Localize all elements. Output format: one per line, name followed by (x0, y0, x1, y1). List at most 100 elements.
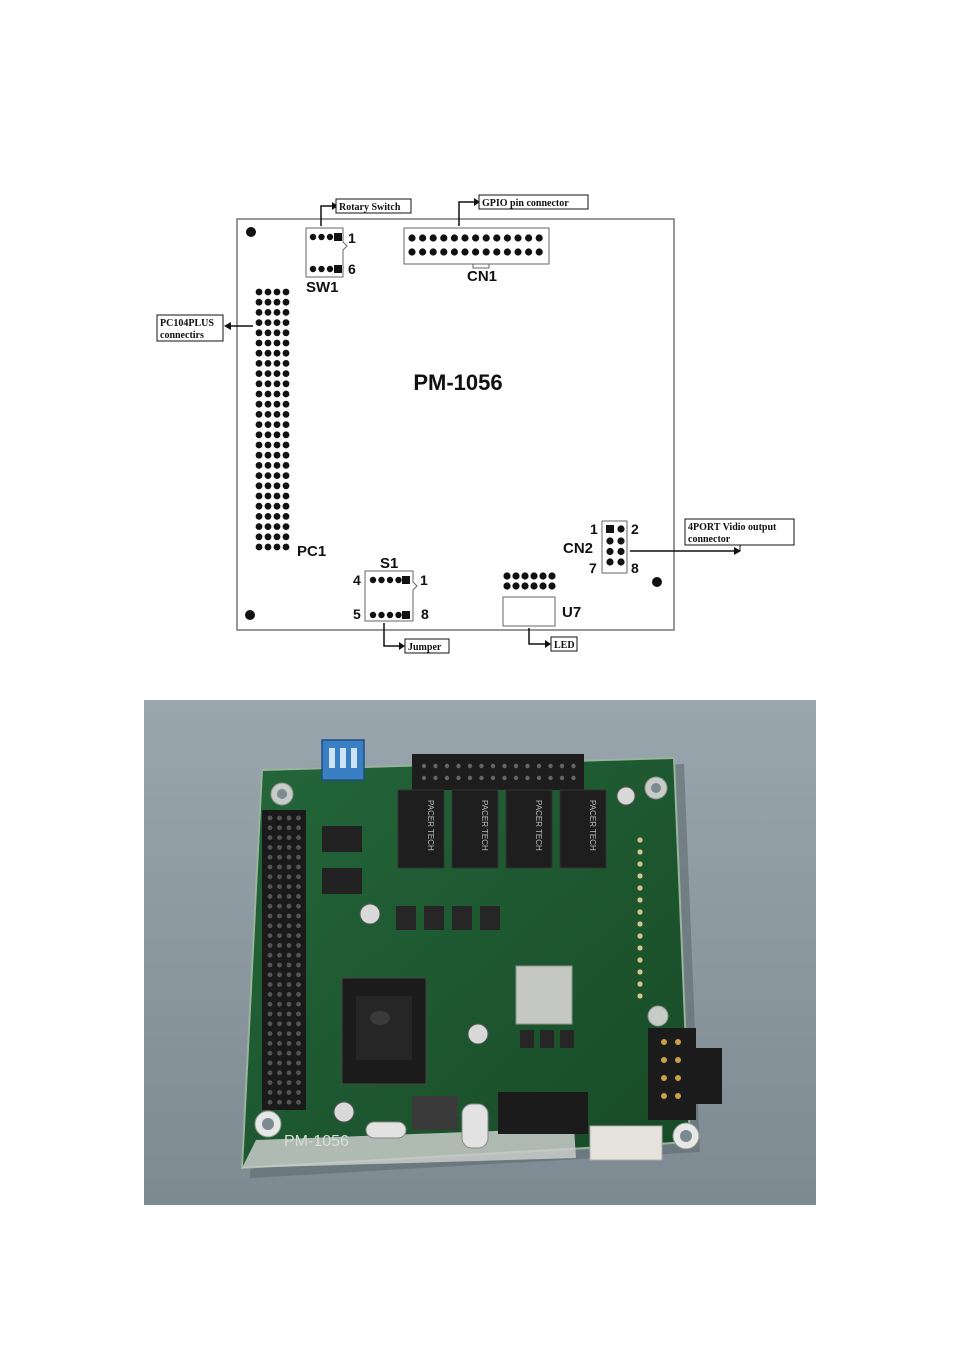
pc1-pin (273, 390, 281, 398)
pc1-pin (264, 492, 272, 500)
pc1-pin (264, 441, 272, 449)
led-pin (530, 582, 538, 590)
photo-gpio-pin (456, 775, 461, 781)
photo-ic (322, 868, 362, 894)
pc1-pin (264, 543, 272, 551)
photo-gpio-pin (479, 775, 484, 781)
pc1-pin (282, 482, 290, 490)
photo-pc104-pin (296, 815, 301, 821)
photo-pc104-pin (296, 874, 301, 880)
pc1-pin (273, 309, 281, 316)
photo-pc104-pin (277, 1099, 282, 1105)
board-title: PM-1056 (413, 370, 502, 395)
photo-gpio-pin (490, 775, 496, 781)
pc1-pin (255, 523, 263, 530)
photo-pc104-pin (286, 1099, 292, 1105)
photo-pc104-pin (277, 952, 282, 958)
photo-gpio-pin (525, 763, 530, 769)
pc1-pin (282, 533, 290, 541)
pc1-pin (264, 370, 272, 377)
photo-pc104-pin (286, 982, 292, 987)
photo-pc104-pin (296, 1080, 301, 1085)
pc1-pin (273, 370, 281, 377)
sw1-pin (318, 265, 325, 273)
pc1-pin (264, 390, 272, 398)
s1-label: S1 (380, 555, 398, 572)
pc1-pin (255, 400, 263, 408)
photo-edge-pad (637, 885, 643, 891)
cn1-pin (525, 248, 533, 256)
led-pin (503, 572, 511, 580)
pc1-pin (282, 513, 290, 520)
photo-pc104-pin (277, 815, 282, 821)
led-pin (503, 582, 511, 590)
cn1-gpio-connector: CN1 (403, 227, 550, 285)
pc1-pin (273, 349, 281, 357)
cn1-pin (440, 248, 448, 256)
cn2-video-connector: 1 2 CN2 7 8 (563, 520, 639, 576)
photo-pc104-pin (277, 835, 282, 840)
photo-pc104-pin (286, 1031, 292, 1036)
cn1-pin (440, 234, 448, 242)
photo-pc104-pin (267, 943, 273, 948)
cn2-pin-1-label: 1 (590, 521, 598, 537)
photo-pc104-pin (267, 933, 273, 938)
pc1-pin (282, 472, 290, 479)
photo-pc104-pin (277, 1021, 282, 1027)
photo-pc104-pin (267, 815, 273, 821)
pc1-pin (273, 492, 281, 500)
photo-transistor (452, 906, 472, 930)
pc1-pin (273, 513, 281, 520)
cn2-pin-8-label: 8 (631, 560, 639, 576)
pc1-pin (282, 421, 290, 428)
photo-edge-pad (637, 921, 643, 927)
cn1-label: CN1 (467, 268, 497, 285)
photo-pc104-pin (267, 1070, 273, 1076)
cn1-pin (450, 248, 458, 256)
pc1-pin (264, 380, 272, 388)
photo-relay-text: PACER TECH (480, 800, 489, 851)
cn1-pin (535, 248, 543, 256)
pc1-pin (282, 523, 290, 530)
led-pin (521, 572, 529, 580)
s1-pin-5-label: 5 (353, 606, 361, 622)
cn2-pin (617, 537, 625, 545)
photo-pc104-pin (296, 854, 301, 860)
photo-video-pin (675, 1057, 681, 1063)
cn1-pin (514, 234, 522, 242)
pc1-pin (282, 441, 290, 449)
photo-pc104-pin (286, 933, 292, 938)
pc1-pin (264, 360, 272, 367)
pc1-pin (273, 360, 281, 367)
cn1-pin (408, 248, 416, 256)
jumper-pin-square (402, 611, 410, 619)
pc1-pin (264, 298, 272, 306)
photo-pc104-pin (267, 913, 273, 919)
pc1-pin (282, 360, 290, 367)
photo-pc104-pin (267, 1001, 273, 1007)
photo-gpio-pin (444, 763, 450, 769)
photo-relay (451, 789, 499, 869)
photo-pc104-pin (267, 894, 273, 899)
pc1-pin (273, 400, 281, 408)
photo-gpio-pin (433, 775, 438, 781)
pc1-pin (264, 451, 272, 459)
photo-pc104-pin (286, 952, 292, 958)
photo-pc104-pin (277, 943, 282, 948)
photo-shield (515, 965, 573, 1025)
pc1-pin (255, 431, 263, 439)
photo-pc104-pin (296, 1060, 301, 1066)
cn1-pin (461, 234, 469, 242)
pc1-label: PC1 (297, 543, 326, 560)
jumper-pin (395, 576, 402, 584)
photo-gpio-pin (513, 763, 519, 769)
cn2-pin (606, 537, 614, 545)
photo-video-pin (661, 1075, 667, 1081)
cn2-pin-square (606, 525, 614, 533)
jumper-pin (378, 611, 385, 619)
pc1-pin (282, 349, 290, 357)
photo-relay (505, 789, 553, 869)
photo-pc104-pin (267, 884, 273, 889)
